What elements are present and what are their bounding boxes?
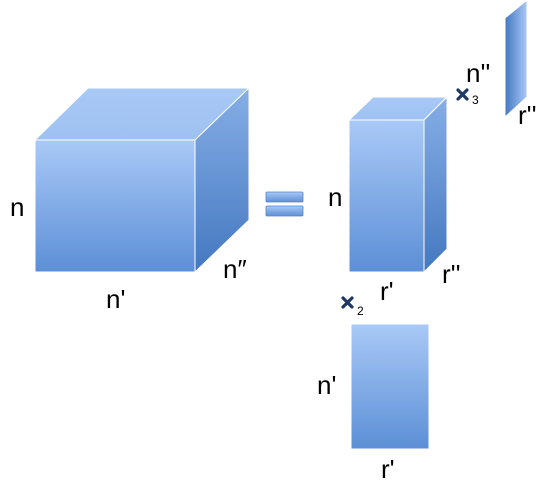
- core-depth-label: r'': [442, 259, 461, 289]
- tensor-cube-front-face: [34, 139, 196, 273]
- tensor-cols-label: n': [106, 284, 125, 314]
- factor-mode3-slab: [504, 0, 528, 119]
- core-tensor-front-face: [348, 119, 425, 273]
- factor-mode2-cols-label: r': [381, 454, 395, 484]
- times-icon: [456, 88, 469, 101]
- core-tensor-box: [347, 95, 449, 274]
- core-tensor-side-face: [423, 95, 448, 274]
- tensor-cube: [33, 86, 251, 274]
- factor-mode2-rows-label: n': [317, 370, 336, 400]
- equals-icon-top-bar: [265, 191, 304, 203]
- tensor-depth-label: n″: [223, 254, 247, 284]
- times-icon-mode3: [456, 88, 469, 101]
- factor-mode3-rows-label: n'': [466, 58, 490, 88]
- factor-mode3-slab-shape: [504, 0, 528, 119]
- factor-mode2-matrix: [350, 323, 430, 450]
- times-icon-mode2: [341, 296, 354, 309]
- tensor-rows-label: n: [10, 192, 24, 222]
- times-icon: [341, 296, 354, 309]
- mode2-subscript: 2: [357, 304, 364, 318]
- equals-icon: [265, 191, 304, 217]
- factor-mode3-cols-label: r'': [518, 100, 537, 130]
- core-cols-label: r': [380, 276, 394, 306]
- core-rows-label: n: [328, 182, 342, 212]
- mode3-subscript: 3: [472, 93, 479, 107]
- equals-icon-bottom-bar: [265, 205, 304, 217]
